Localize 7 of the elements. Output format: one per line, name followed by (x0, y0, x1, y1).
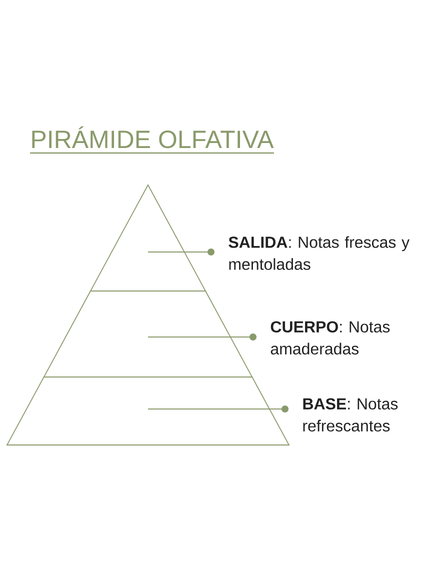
title: PIRÁMIDE OLFATIVA (30, 126, 274, 154)
note-text: BASE: Notas refrescantes (303, 398, 398, 432)
note-text: SALIDA: Notas frescas y mentoladas (228, 236, 410, 270)
leader-line (148, 334, 256, 340)
pyramid-layer (43, 290, 253, 378)
leader-line (148, 248, 214, 256)
note-text: CUERPO: Notas amaderadas (270, 321, 390, 355)
